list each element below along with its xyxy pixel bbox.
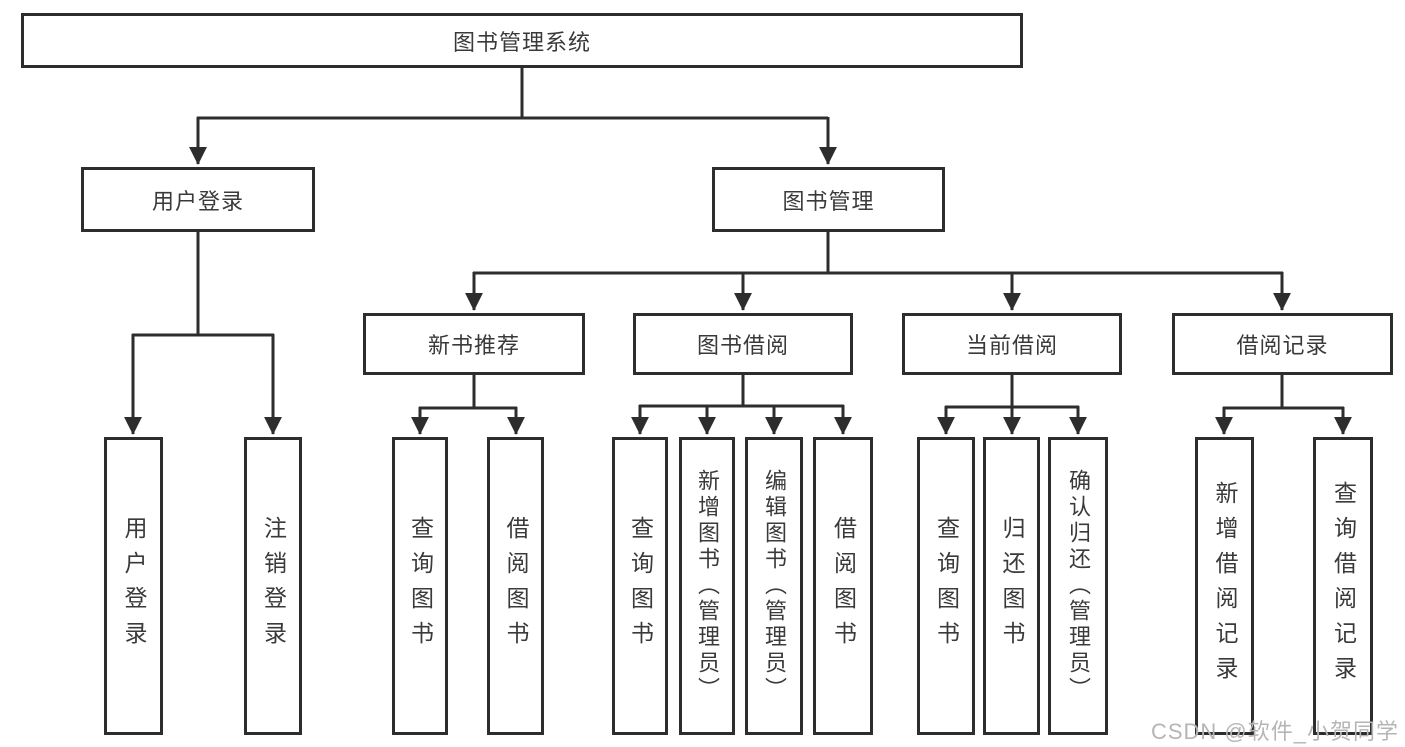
- node-leaf-query-books-2: 查询图书: [612, 437, 668, 735]
- node-leaf-user-login: 用户登录: [104, 437, 163, 735]
- node-label: 归还图书: [999, 516, 1025, 656]
- node-leaf-logout: 注销登录: [244, 437, 302, 735]
- node-leaf-query-borrow-record: 查询借阅记录: [1313, 437, 1373, 735]
- node-label: 查询图书: [627, 516, 654, 656]
- node-label: 查询借阅记录: [1330, 481, 1357, 691]
- node-library-management-system: 图书管理系统: [21, 13, 1023, 68]
- csdn-watermark: CSDN @软件_小贺同学: [1150, 719, 1399, 744]
- node-label: 新增借阅记录: [1212, 481, 1238, 691]
- node-label: 用户登录: [121, 516, 147, 656]
- node-leaf-add-borrow-record: 新增借阅记录: [1195, 437, 1254, 735]
- node-leaf-query-books-3: 查询图书: [917, 437, 975, 735]
- node-leaf-add-books-admin: 新增图书（管理员）: [679, 437, 735, 735]
- node-current-borrow: 当前借阅: [902, 313, 1122, 375]
- node-label: 借阅记录: [1236, 333, 1329, 358]
- node-label: 图书管理系统: [452, 29, 591, 55]
- node-new-book-recommend: 新书推荐: [363, 313, 585, 375]
- node-label: 借阅图书: [830, 516, 857, 656]
- node-user-login: 用户登录: [81, 167, 315, 232]
- node-label: 新书推荐: [427, 333, 520, 358]
- node-label: 借阅图书: [503, 516, 529, 656]
- node-label: 用户登录: [151, 188, 244, 214]
- node-label: 确认归还（管理员）: [1066, 469, 1091, 703]
- node-leaf-confirm-return-admin: 确认归还（管理员）: [1048, 437, 1108, 735]
- node-leaf-query-books-1: 查询图书: [392, 437, 448, 735]
- node-leaf-borrow-books-2: 借阅图书: [813, 437, 873, 735]
- node-label: 图书管理: [782, 188, 875, 214]
- node-leaf-return-books: 归还图书: [983, 437, 1040, 735]
- node-label: 新增图书（管理员）: [695, 469, 720, 703]
- node-borrow-records: 借阅记录: [1172, 313, 1393, 375]
- node-label: 查询图书: [933, 516, 960, 656]
- node-label: 当前借阅: [965, 333, 1058, 358]
- node-leaf-borrow-books-1: 借阅图书: [487, 437, 544, 735]
- node-book-management: 图书管理: [712, 167, 945, 232]
- node-label: 图书借阅: [696, 333, 789, 358]
- node-leaf-edit-books-admin: 编辑图书（管理员）: [745, 437, 803, 735]
- node-label: 注销登录: [260, 516, 287, 656]
- node-label: 查询图书: [407, 516, 434, 656]
- node-label: 编辑图书（管理员）: [762, 469, 787, 703]
- node-book-borrow: 图书借阅: [633, 313, 853, 375]
